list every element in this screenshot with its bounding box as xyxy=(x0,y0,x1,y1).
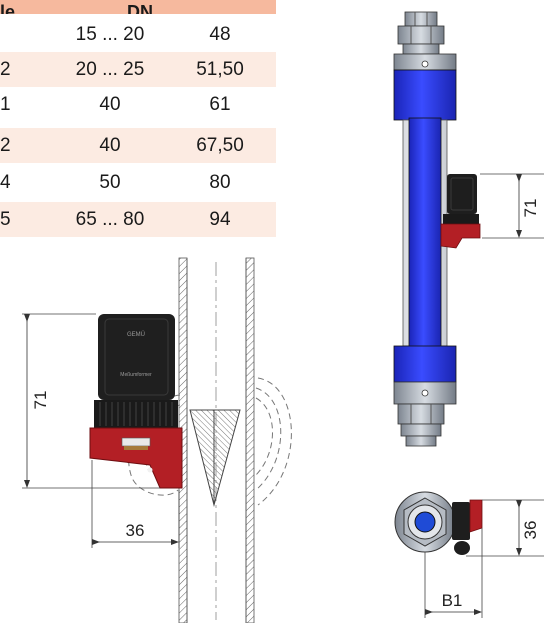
cell-type: 2 xyxy=(0,58,11,80)
sensor-label-top: GEMÜ xyxy=(127,331,145,338)
cell-dn: 40 xyxy=(99,134,121,156)
flow-paddle xyxy=(189,409,241,507)
header-dn: DN xyxy=(127,2,153,14)
cell-dn: 65 ... 80 xyxy=(75,208,145,230)
cell-b1: 61 xyxy=(209,93,231,115)
sensor-head xyxy=(98,314,175,400)
bottom-nut xyxy=(397,403,445,425)
elevation-view: 71 36 B1 xyxy=(393,11,544,618)
table-row: 4 50 80 xyxy=(0,165,276,200)
section-view: GEMÜ Meßumformer 71 36 xyxy=(22,257,292,623)
cell-dn: 40 xyxy=(99,93,121,115)
cell-b1: 67,50 xyxy=(196,134,244,156)
table-header: le DN B1 xyxy=(0,0,276,14)
cell-b1: 51,50 xyxy=(196,58,244,80)
sensor-bracket xyxy=(89,427,183,489)
bottom-view xyxy=(394,491,483,555)
cell-dn: 15 ... 20 xyxy=(75,23,145,45)
cell-dn: 50 xyxy=(99,171,121,193)
side-sensor-head xyxy=(447,174,477,214)
table-row: 2 40 67,50 xyxy=(0,128,276,163)
upper-blue-block xyxy=(393,69,457,121)
dim-bottom-width: B1 xyxy=(442,591,463,610)
dim-bottom-height: 36 xyxy=(521,521,540,540)
cell-b1: 48 xyxy=(209,23,231,45)
top-nut xyxy=(404,11,438,27)
cell-b1: 80 xyxy=(209,171,231,193)
dim-right-height: 71 xyxy=(521,199,540,218)
blue-rod xyxy=(408,117,442,351)
header-type: le xyxy=(0,2,16,14)
cell-type: 2 xyxy=(0,134,11,156)
dim-left-height: 71 xyxy=(31,391,50,410)
cell-type: 4 xyxy=(0,171,11,193)
lower-blue-block xyxy=(393,345,457,383)
table-row: 2 20 ... 25 51,50 xyxy=(0,52,276,87)
sensor-label-bottom: Meßumformer xyxy=(120,372,152,378)
table-row: 15 ... 20 48 xyxy=(0,17,276,52)
table-row: 1 40 61 xyxy=(0,87,276,122)
side-sensor-bracket xyxy=(440,223,481,249)
pipe-wall-right xyxy=(245,257,255,623)
dim-left-width: 36 xyxy=(126,521,145,540)
cell-dn: 20 ... 25 xyxy=(75,58,145,80)
cell-type: 5 xyxy=(0,208,11,230)
cell-b1: 94 xyxy=(209,208,231,230)
cell-type: 1 xyxy=(0,93,11,115)
table-row: 5 65 ... 80 94 xyxy=(0,202,276,237)
